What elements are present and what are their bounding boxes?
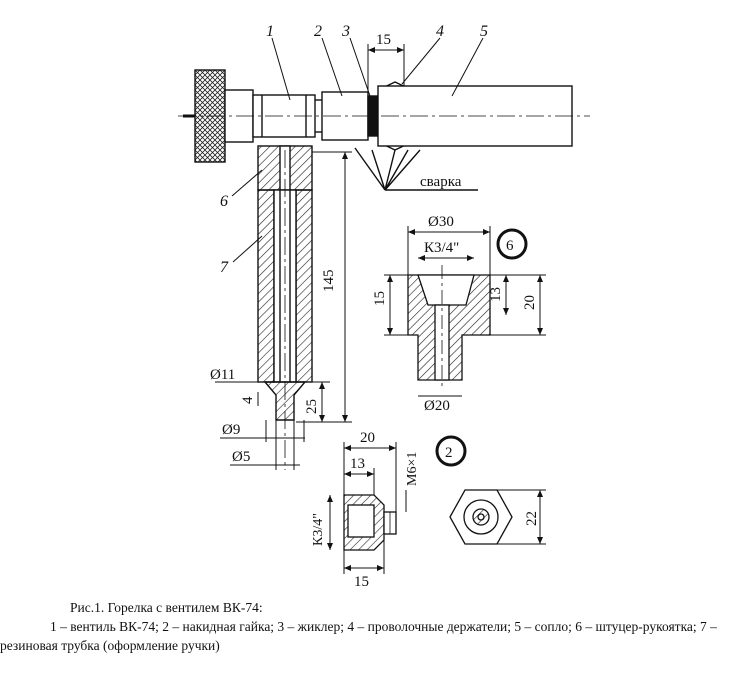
dim-25: 25 (304, 399, 320, 414)
dim-15-left: 15 (372, 291, 388, 306)
label-part-7: 7 (220, 259, 229, 276)
detail-6 (384, 226, 546, 397)
detail-6-marker (496, 228, 528, 260)
dim-15-detail2: 15 (354, 574, 369, 590)
dim-22: 22 (524, 511, 540, 526)
dim-20-detail2: 20 (360, 430, 375, 446)
dim-15-top: 15 (376, 32, 391, 48)
dim-13-detail2: 13 (350, 456, 365, 472)
label-part-4: 4 (436, 23, 444, 40)
detail-2 (327, 435, 546, 574)
rubber-tube-left (257, 189, 275, 383)
dim-20-right: 20 (522, 295, 538, 310)
label-part-2: 2 (314, 23, 322, 40)
dim-k34-b: К3/4" (311, 513, 326, 546)
dim-m6: М6×1 (405, 452, 420, 486)
dim-d20-bottom: Ø20 (424, 398, 450, 414)
label-detail-6: 6 (506, 238, 514, 254)
dim-d5: Ø5 (232, 449, 250, 465)
figure-caption: Рис.1. Горелка с вентилем ВК-74: 1 – вен… (0, 598, 750, 655)
leaders (215, 37, 484, 470)
dim-145: 145 (321, 270, 337, 293)
dim-13-right: 13 (488, 287, 504, 302)
main-assembly (178, 69, 590, 470)
label-detail-2: 2 (445, 445, 453, 461)
dim-d30: Ø30 (428, 214, 454, 230)
torch-assembly-drawing: 1 2 3 4 5 6 7 сварка 6 2 15 145 Ø11 4 25… (178, 23, 590, 590)
caption-body: 1 – вентиль ВК-74; 2 – накидная гайка; 3… (0, 619, 717, 653)
dim-4: 4 (240, 396, 256, 404)
label-weld: сварка (420, 174, 462, 190)
dim-k34-a: К3/4" (424, 240, 459, 256)
hex-nut-view (449, 489, 513, 545)
dim-d11: Ø11 (210, 367, 235, 383)
label-part-6: 6 (220, 193, 228, 210)
rubber-tube-right (295, 189, 313, 383)
detail-2-marker (435, 435, 467, 467)
label-part-3: 3 (341, 23, 350, 40)
caption-title: Рис.1. Горелка с вентилем ВК-74: (70, 600, 263, 615)
label-part-5: 5 (480, 23, 488, 40)
dim-d9: Ø9 (222, 422, 240, 438)
flame (354, 147, 421, 191)
label-part-1: 1 (266, 23, 274, 40)
